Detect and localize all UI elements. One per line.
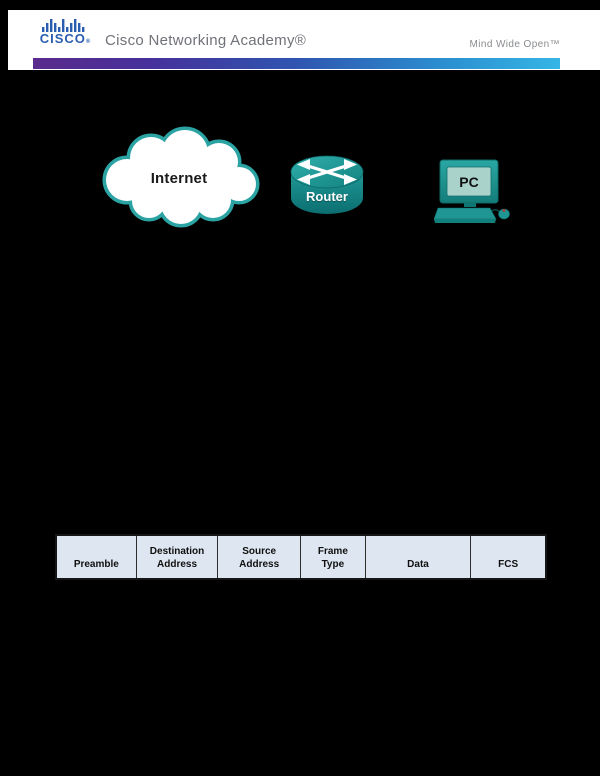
router-node: Router: [289, 152, 365, 220]
header-band: CISCO® Cisco Networking Academy® Mind Wi…: [8, 10, 600, 70]
brand-title: Cisco Networking Academy®: [105, 32, 307, 49]
cisco-bridge-icon: [42, 19, 85, 32]
pc-icon: [433, 159, 510, 223]
frame-field-preamble: Preamble: [57, 536, 137, 578]
frame-field-destination-address: Destination Address: [137, 536, 219, 578]
registered-mark: ®: [85, 39, 91, 45]
frame-field-frame-type: Frame Type: [301, 536, 366, 578]
pc-node: PC: [433, 158, 514, 226]
cisco-logo-text: CISCO: [39, 31, 86, 46]
cisco-logo: CISCO®: [35, 18, 95, 48]
frame-field-data: Data: [366, 536, 472, 578]
header-gradient-bar: [33, 58, 560, 69]
frame-field-source-address: Source Address: [218, 536, 301, 578]
internet-cloud-node: Internet: [93, 124, 265, 232]
ethernet-frame-table: Preamble Destination Address Source Addr…: [55, 534, 547, 580]
router-icon: [290, 155, 364, 214]
cisco-logo-wordmark: CISCO®: [35, 31, 95, 48]
frame-field-fcs: FCS: [498, 558, 519, 570]
cloud-icon: [102, 126, 260, 228]
header-tagline: Mind Wide Open™: [469, 39, 560, 50]
